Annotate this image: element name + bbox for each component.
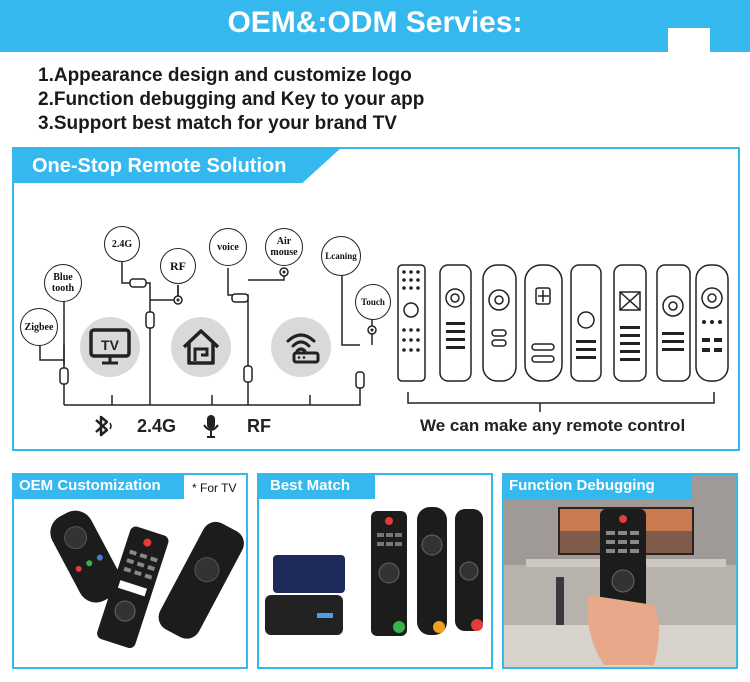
header-banner: OEM&:ODM Servies: (0, 0, 750, 52)
bluetooth-icon (95, 415, 112, 437)
best-match-card-tab (257, 473, 375, 499)
living-room-photo (504, 475, 736, 667)
service-points: 1.Appearance design and customize logo 2… (38, 64, 424, 136)
protocol-rf-label: RF (247, 416, 271, 436)
page-title: OEM&:ODM Servies: (227, 6, 523, 39)
devices-photo (265, 507, 483, 636)
rf-bubble: RF (160, 248, 196, 284)
protocol-24g-label: 2.4G (137, 416, 177, 436)
oem-card (12, 473, 248, 669)
for-tv-note: * For TV (192, 481, 237, 495)
microphone-icon (203, 415, 219, 438)
service-point: 1.Appearance design and customize logo (38, 65, 412, 86)
panel-title: One-Stop Remote Solution (32, 155, 287, 177)
best-match-card (257, 473, 493, 669)
function-debugging-card (502, 473, 738, 669)
svg-text:TV: TV (101, 337, 120, 353)
g24-bubble: 2.4G (104, 226, 140, 262)
any-remote-label: We can make any remote control (420, 416, 686, 435)
panel-tab (12, 147, 342, 183)
zigbee-bubble: Zigbee (20, 308, 58, 346)
oem-card-tab (12, 473, 184, 499)
service-point: 3.Support best match for your brand TV (38, 113, 397, 134)
touch-bubble: Touch (355, 284, 391, 320)
voice-bubble: voice (209, 228, 247, 266)
bluetooth-bubble: Blue tooth (44, 264, 82, 302)
function-debugging-card-title: Function Debugging (509, 477, 655, 494)
home-icon (171, 317, 231, 377)
header-square (710, 0, 750, 52)
header-notch (686, 28, 710, 52)
remote-photo (50, 510, 244, 649)
header-square (668, 0, 710, 28)
router-icon (271, 317, 331, 377)
header-band (0, 0, 668, 52)
best-match-card-title: Best Match (270, 477, 351, 494)
airmouse-bubble: Air mouse (265, 228, 303, 266)
service-point: 2.Function debugging and Key to your app (38, 89, 425, 110)
function-debugging-card-tab (502, 473, 692, 499)
tv-icon: TV (80, 317, 140, 377)
oem-card-title: OEM Customization (19, 477, 161, 494)
leaning-bubble: Lcaning (321, 236, 361, 276)
